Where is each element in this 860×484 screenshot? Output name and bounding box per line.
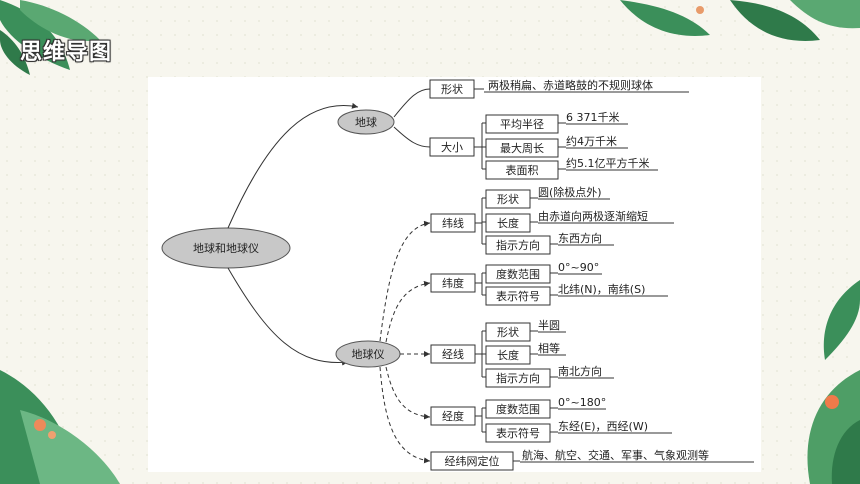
longitude-item-symbol: 表示符号 东经(E)，西经(W) — [482, 420, 672, 443]
size-item-value: 约5.1亿平方千米 — [566, 156, 650, 170]
item-value: 南北方向 — [558, 364, 602, 378]
leaf-decoration-bottom-right — [807, 280, 860, 484]
earth-shape-node: 形状 — [429, 79, 475, 99]
connector-globe-latitude — [385, 280, 431, 343]
latitude-item-symbol: 表示符号 北纬(N)，南纬(S) — [482, 283, 668, 306]
item-value: 0°~180° — [558, 396, 606, 409]
root-node: 地球和地球仪 — [161, 227, 291, 269]
connector-earth-shape — [393, 88, 431, 118]
size-item-circumference: 最大周长 约4万千米 — [482, 135, 628, 158]
item-label: 指示方向 — [496, 371, 540, 385]
item-label: 长度 — [497, 348, 519, 362]
connector-globe-grid — [379, 366, 431, 464]
item-label: 形状 — [497, 325, 519, 339]
earth-shape-label: 形状 — [441, 82, 463, 96]
longline-item-shape: 形状 半圆 — [482, 318, 566, 342]
longline-label: 经线 — [442, 347, 464, 361]
latline-item-shape: 形状 圆(除极点外) — [482, 185, 610, 209]
item-label: 指示方向 — [496, 238, 540, 252]
latline-label: 纬线 — [442, 216, 464, 230]
item-value: 0°~90° — [558, 261, 599, 274]
item-value: 半圆 — [538, 318, 560, 332]
item-label: 表示符号 — [496, 426, 540, 440]
grid-position-label: 经纬网定位 — [445, 454, 500, 468]
size-item-radius: 平均半径 6 371千米 — [482, 111, 628, 134]
size-item-label: 表面积 — [506, 163, 539, 177]
leaf-decoration-top-right — [620, 0, 860, 41]
latline-node: 纬线 — [430, 213, 476, 233]
item-value: 相等 — [538, 341, 560, 355]
size-item-value: 6 371千米 — [566, 111, 620, 124]
connector-globe-latline — [379, 220, 431, 342]
grid-position-value: 航海、航空、交通、军事、气象观测等 — [522, 448, 709, 462]
latitude-node: 纬度 — [430, 273, 476, 293]
item-value: 由赤道向两极逐渐缩短 — [538, 209, 648, 223]
earth-shape-value: 两极稍扁、赤道略鼓的不规则球体 — [488, 78, 653, 92]
connector-globe-longitude — [385, 366, 431, 420]
item-label: 度数范围 — [496, 402, 540, 416]
longitude-label: 经度 — [442, 409, 464, 423]
size-item-value: 约4万千米 — [566, 135, 617, 148]
item-value: 东经(E)，西经(W) — [558, 420, 648, 433]
size-item-label: 平均半径 — [500, 117, 544, 131]
latline-item-direction: 指示方向 东西方向 — [482, 231, 614, 255]
item-label: 形状 — [497, 192, 519, 206]
connector-earth-size — [393, 126, 431, 148]
latitude-item-range: 度数范围 0°~90° — [482, 261, 602, 284]
latitude-label: 纬度 — [442, 276, 464, 290]
leaf-decoration-top-left — [0, 0, 100, 75]
item-value: 北纬(N)，南纬(S) — [558, 283, 645, 296]
earth-node: 地球 — [337, 109, 395, 135]
connector-root-earth — [227, 102, 359, 229]
mindmap-panel: 地球和地球仪 地球 形状 两极稍扁、赤道略鼓的不规则球体 大小 — [148, 77, 761, 472]
item-value: 东西方向 — [558, 231, 602, 245]
item-label: 表示符号 — [496, 289, 540, 303]
earth-size-node: 大小 — [429, 137, 475, 157]
longline-node: 经线 — [430, 344, 476, 364]
size-item-area: 表面积 约5.1亿平方千米 — [482, 156, 658, 180]
earth-size-label: 大小 — [441, 140, 463, 154]
item-label: 度数范围 — [496, 267, 540, 281]
item-label: 长度 — [497, 216, 519, 230]
longitude-item-range: 度数范围 0°~180° — [482, 396, 606, 419]
earth-label: 地球 — [355, 115, 377, 129]
globe-node: 地球仪 — [335, 340, 401, 368]
root-label: 地球和地球仪 — [193, 241, 259, 255]
mindmap-diagram: 地球和地球仪 地球 形状 两极稍扁、赤道略鼓的不规则球体 大小 — [161, 78, 754, 471]
globe-label: 地球仪 — [352, 347, 385, 361]
longitude-node: 经度 — [430, 406, 476, 426]
size-item-label: 最大周长 — [500, 141, 544, 155]
page-title: 思维导图 — [20, 40, 113, 65]
leaf-decoration-bottom-left — [0, 370, 120, 484]
item-value: 圆(除极点外) — [538, 185, 602, 199]
latline-item-length: 长度 由赤道向两极逐渐缩短 — [482, 209, 674, 233]
connector-root-globe — [227, 267, 349, 366]
grid-position-node: 经纬网定位 — [430, 451, 514, 471]
longline-item-length: 长度 相等 — [482, 341, 566, 365]
longline-item-direction: 指示方向 南北方向 — [482, 364, 614, 388]
